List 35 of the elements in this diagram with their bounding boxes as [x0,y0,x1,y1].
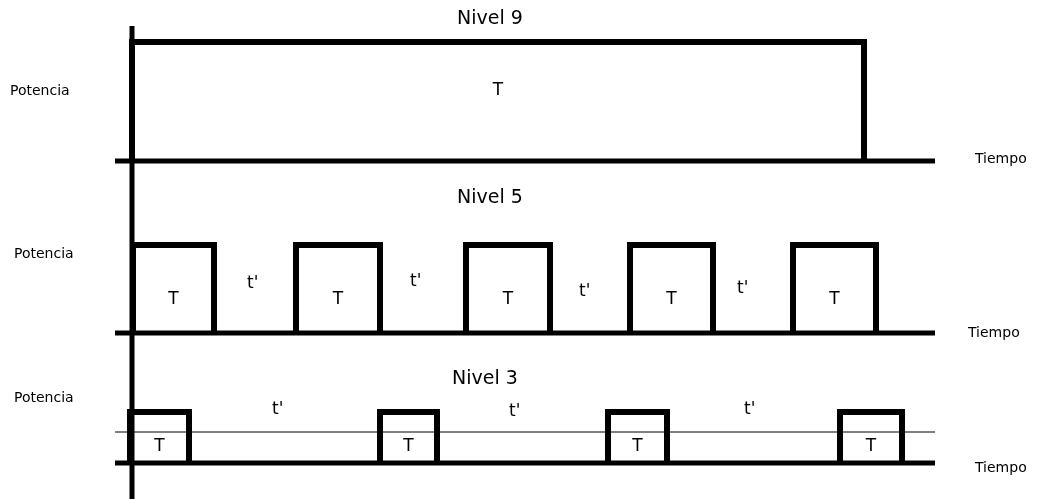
pulse-label: T [153,435,166,455]
pulse-label: T [828,288,841,308]
axis-label: Tiempo [975,459,1027,476]
axis-label: Potencia [14,245,74,262]
pulse-label: T [167,288,180,308]
axis-label: Tiempo [968,324,1020,341]
pulse-label: T [665,288,678,308]
pulse-shape [129,39,867,161]
level-heading: Nivel 3 [452,366,518,389]
interval-label: t' [737,277,749,298]
pulse-label: T [491,79,505,99]
pulse-shape [627,242,716,333]
pulse-label: T [501,288,515,308]
interval-label: t' [410,270,422,291]
axis-label: Tiempo [975,150,1027,167]
pulse-shape [837,409,905,463]
level-heading: Nivel 9 [457,6,523,29]
interval-label: t' [744,398,756,419]
pulse-label: T [402,435,415,455]
pulse-shape [605,409,670,463]
pulse-shape [790,242,879,333]
pulse-label: T [631,435,644,455]
pulse-shape [463,242,553,333]
pulse-shape [293,242,383,333]
pulse-shape [127,409,192,463]
interval-label: t' [579,280,591,301]
interval-label: t' [509,400,521,421]
pulse-label: T [331,288,345,308]
interval-label: t' [247,272,259,293]
level-heading: Nivel 5 [457,185,523,208]
pulse-shape [377,409,440,463]
axis-label: Potencia [14,389,74,406]
axis-label: Potencia [10,82,70,99]
pulse-label: T [864,435,878,455]
interval-label: t' [272,398,284,419]
